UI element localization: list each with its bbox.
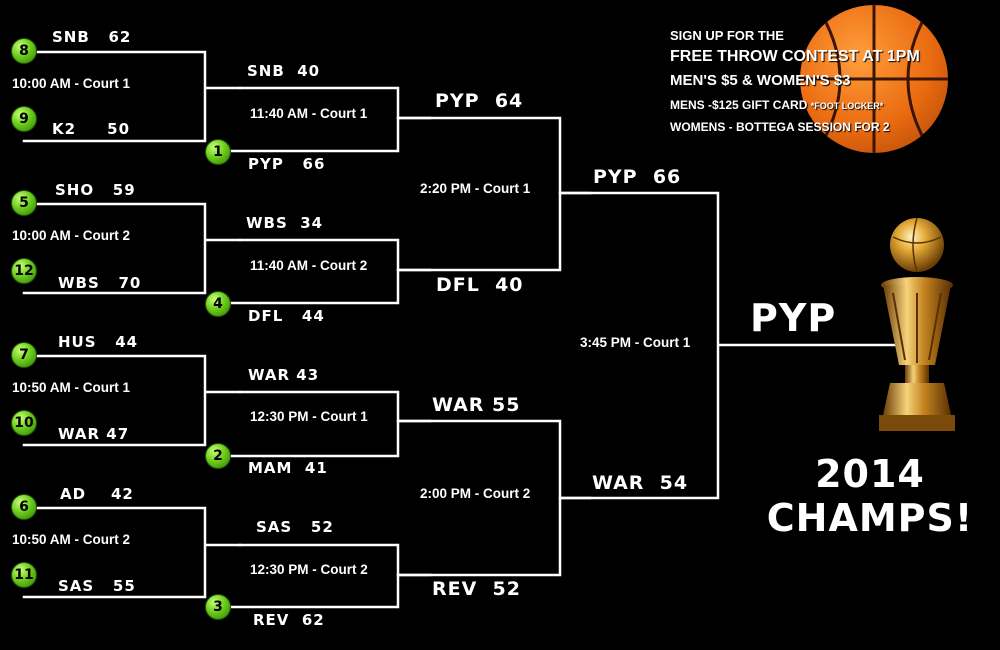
game-time-r2-1: 11:40 AM - Court 2 bbox=[250, 258, 368, 273]
seed-badge: 4 bbox=[205, 291, 231, 317]
team-r1-6: AD 42 bbox=[60, 485, 134, 503]
team-r2-7: REV 62 bbox=[253, 611, 325, 629]
team-r2-2: WBS 34 bbox=[246, 214, 324, 232]
game-time-semi-1: 2:00 PM - Court 2 bbox=[420, 486, 531, 501]
trophy-icon bbox=[879, 217, 955, 431]
team-r1-0: SNB 62 bbox=[52, 28, 132, 46]
team-r2-6: SAS 52 bbox=[256, 518, 334, 536]
champs-label: CHAMPS! bbox=[766, 496, 974, 540]
team-semi-3: REV 52 bbox=[432, 578, 521, 600]
game-time-r1-3: 10:50 AM - Court 2 bbox=[12, 532, 131, 547]
promo-womens-prize: WOMENS - BOTTEGA SESSION FOR 2 bbox=[670, 120, 890, 134]
team-final-0: PYP 66 bbox=[593, 166, 682, 188]
game-time-r1-0: 10:00 AM - Court 1 bbox=[12, 76, 131, 91]
team-r1-3: WBS 70 bbox=[58, 274, 142, 292]
promo-contest: FREE THROW CONTEST AT 1PM bbox=[670, 48, 920, 65]
seed-badge: 6 bbox=[11, 494, 37, 520]
team-r1-7: SAS 55 bbox=[58, 577, 136, 595]
seed-badge: 11 bbox=[11, 562, 37, 588]
team-r1-1: K2 50 bbox=[52, 120, 131, 138]
champs-title: 2014 CHAMPS! bbox=[745, 452, 995, 540]
team-r2-5: MAM 41 bbox=[248, 459, 328, 477]
seed-badge: 10 bbox=[11, 410, 37, 436]
team-r2-0: SNB 40 bbox=[247, 62, 321, 80]
promo-signup: SIGN UP FOR THE bbox=[670, 28, 784, 43]
team-r2-1: PYP 66 bbox=[248, 155, 326, 173]
seed-badge: 12 bbox=[11, 258, 37, 284]
team-final-1: WAR 54 bbox=[592, 472, 689, 494]
seed-badge: 3 bbox=[205, 594, 231, 620]
game-time-final: 3:45 PM - Court 1 bbox=[580, 335, 691, 350]
team-semi-0: PYP 64 bbox=[435, 90, 524, 112]
game-time-r1-1: 10:00 AM - Court 2 bbox=[12, 228, 131, 243]
champs-year: 2014 bbox=[815, 452, 925, 496]
team-r1-2: SHO 59 bbox=[55, 181, 136, 199]
game-time-r2-0: 11:40 AM - Court 1 bbox=[250, 106, 368, 121]
game-time-r1-2: 10:50 AM - Court 1 bbox=[12, 380, 131, 395]
seed-badge: 1 bbox=[205, 139, 231, 165]
basketball-icon bbox=[800, 5, 948, 153]
seed-badge: 9 bbox=[11, 106, 37, 132]
game-time-semi-0: 2:20 PM - Court 1 bbox=[420, 181, 531, 196]
promo-mens-prize: MENS -$125 GIFT CARD *FOOT LOCKER* bbox=[670, 98, 884, 112]
team-r1-5: WAR 47 bbox=[58, 425, 130, 443]
team-r2-4: WAR 43 bbox=[248, 366, 320, 384]
game-time-r2-3: 12:30 PM - Court 2 bbox=[250, 562, 368, 577]
team-semi-1: DFL 40 bbox=[436, 274, 524, 296]
seed-badge: 2 bbox=[205, 443, 231, 469]
team-semi-2: WAR 55 bbox=[432, 394, 521, 416]
team-r1-4: HUS 44 bbox=[58, 333, 139, 351]
promo-price: MEN'S $5 & WOMEN'S $3 bbox=[670, 72, 851, 89]
seed-badge: 5 bbox=[11, 190, 37, 216]
team-r2-3: DFL 44 bbox=[248, 307, 325, 325]
champion-team: PYP bbox=[750, 296, 837, 340]
seed-badge: 7 bbox=[11, 342, 37, 368]
seed-badge: 8 bbox=[11, 38, 37, 64]
game-time-r2-2: 12:30 PM - Court 1 bbox=[250, 409, 368, 424]
